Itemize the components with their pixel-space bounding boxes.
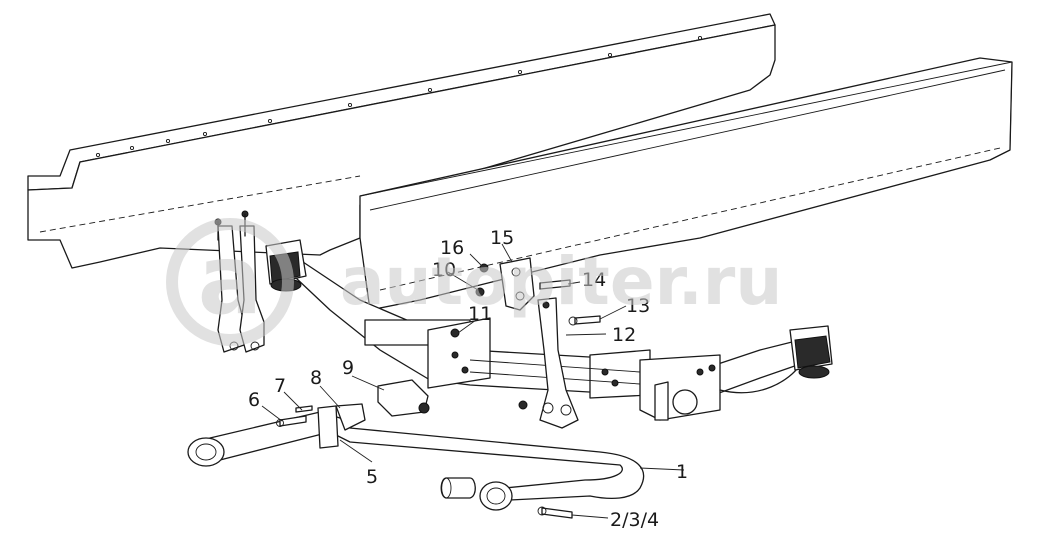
callout-8: 8	[310, 367, 322, 389]
bracket-9	[377, 379, 430, 417]
upper-mount-plate	[475, 257, 535, 311]
callout-9: 9	[342, 357, 354, 379]
bolts-13-14	[539, 279, 601, 326]
cross-member-assembly	[295, 259, 813, 421]
callout-2-3-4: 2/3/4	[610, 509, 659, 531]
watermark-text: autopiter.ru	[340, 243, 782, 320]
callout-14: 14	[582, 269, 606, 291]
stabilizer-bar	[187, 411, 645, 511]
leader-lines	[261, 243, 685, 519]
callout-10: 10	[432, 259, 456, 281]
clamp-bracket	[317, 403, 366, 449]
callout-5: 5	[366, 466, 378, 488]
callout-labels: 1 2/3/4 5 6 7 8 9 10 11 12 13 14 15 16	[248, 227, 688, 531]
callout-16: 16	[440, 237, 464, 259]
bolt-2-3-4	[537, 506, 573, 519]
callout-7: 7	[274, 375, 286, 397]
watermark-logo-letter: a	[198, 224, 263, 336]
frame-rail	[27, 13, 1013, 311]
bar-bushing-sleeve	[440, 477, 476, 499]
watermark-logo-ring	[166, 218, 294, 346]
callout-1: 1	[676, 461, 688, 483]
callout-6: 6	[248, 389, 260, 411]
right-bushing-block	[789, 325, 833, 379]
right-hanger-link	[537, 297, 579, 429]
left-hanger-links	[214, 210, 265, 353]
watermark: a autopiter.ru	[166, 218, 782, 346]
callout-12: 12	[612, 324, 636, 346]
callout-13: 13	[626, 295, 650, 317]
callout-15: 15	[490, 227, 514, 249]
callout-11: 11	[468, 303, 492, 325]
